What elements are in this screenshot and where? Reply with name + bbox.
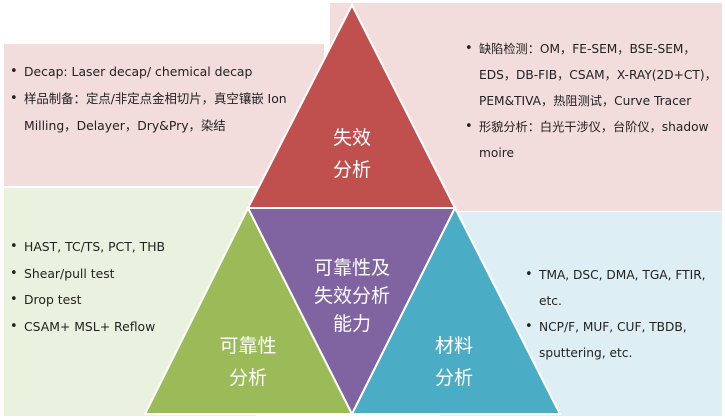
center-label-line2: 失效分析 [313,285,390,307]
decap-sample-prep-list: Decap: Laser decap/ chemical decap 样品制备：… [8,58,328,139]
list-item: CSAM+ MSL+ Reflow [8,314,248,341]
reliability-analysis-label: 可靠性 分析 [198,330,298,394]
failure-analysis-label: 失效 分析 [302,122,402,186]
material-line2: 分析 [434,367,473,389]
list-item: Drop test [8,287,248,314]
failure-analysis-line2: 分析 [332,159,371,181]
list-item: Decap: Laser decap/ chemical decap [8,58,328,85]
reliability-line1: 可靠性 [219,335,277,357]
list-item: HAST, TC/TS, PCT, THB [8,234,248,261]
list-item: 样品制备：定点/非定点金相切片，真空镶嵌 Ion Milling，Delayer… [8,85,328,139]
list-item: Shear/pull test [8,261,248,288]
material-analysis-triangle [350,205,562,415]
reliability-tests-list: HAST, TC/TS, PCT, THB Shear/pull test Dr… [8,234,248,340]
reliability-line2: 分析 [228,367,267,389]
list-item: TMA, DSC, DMA, TGA, FTIR, etc. [523,262,723,314]
list-item: NCP/F, MUF, CUF, TBDB, sputtering, etc. [523,314,723,366]
list-item: 形貌分析：白光干涉仪，台阶仪，shadow moire [463,114,723,166]
failure-analysis-line1: 失效 [332,127,371,149]
list-item: 缺陷检测：OM，FE-SEM，BSE-SEM，EDS，DB-FIB，CSAM，X… [463,36,723,114]
defect-inspection-list: 缺陷检测：OM，FE-SEM，BSE-SEM，EDS，DB-FIB，CSAM，X… [463,36,723,166]
center-capability-label: 可靠性及 失效分析 能力 [292,254,412,338]
material-analysis-label: 材料 分析 [404,330,504,394]
center-label-line1: 可靠性及 [313,257,390,279]
material-analysis-list: TMA, DSC, DMA, TGA, FTIR, etc. NCP/F, MU… [523,262,723,366]
center-label-line3: 能力 [332,313,371,335]
material-line1: 材料 [434,335,473,357]
